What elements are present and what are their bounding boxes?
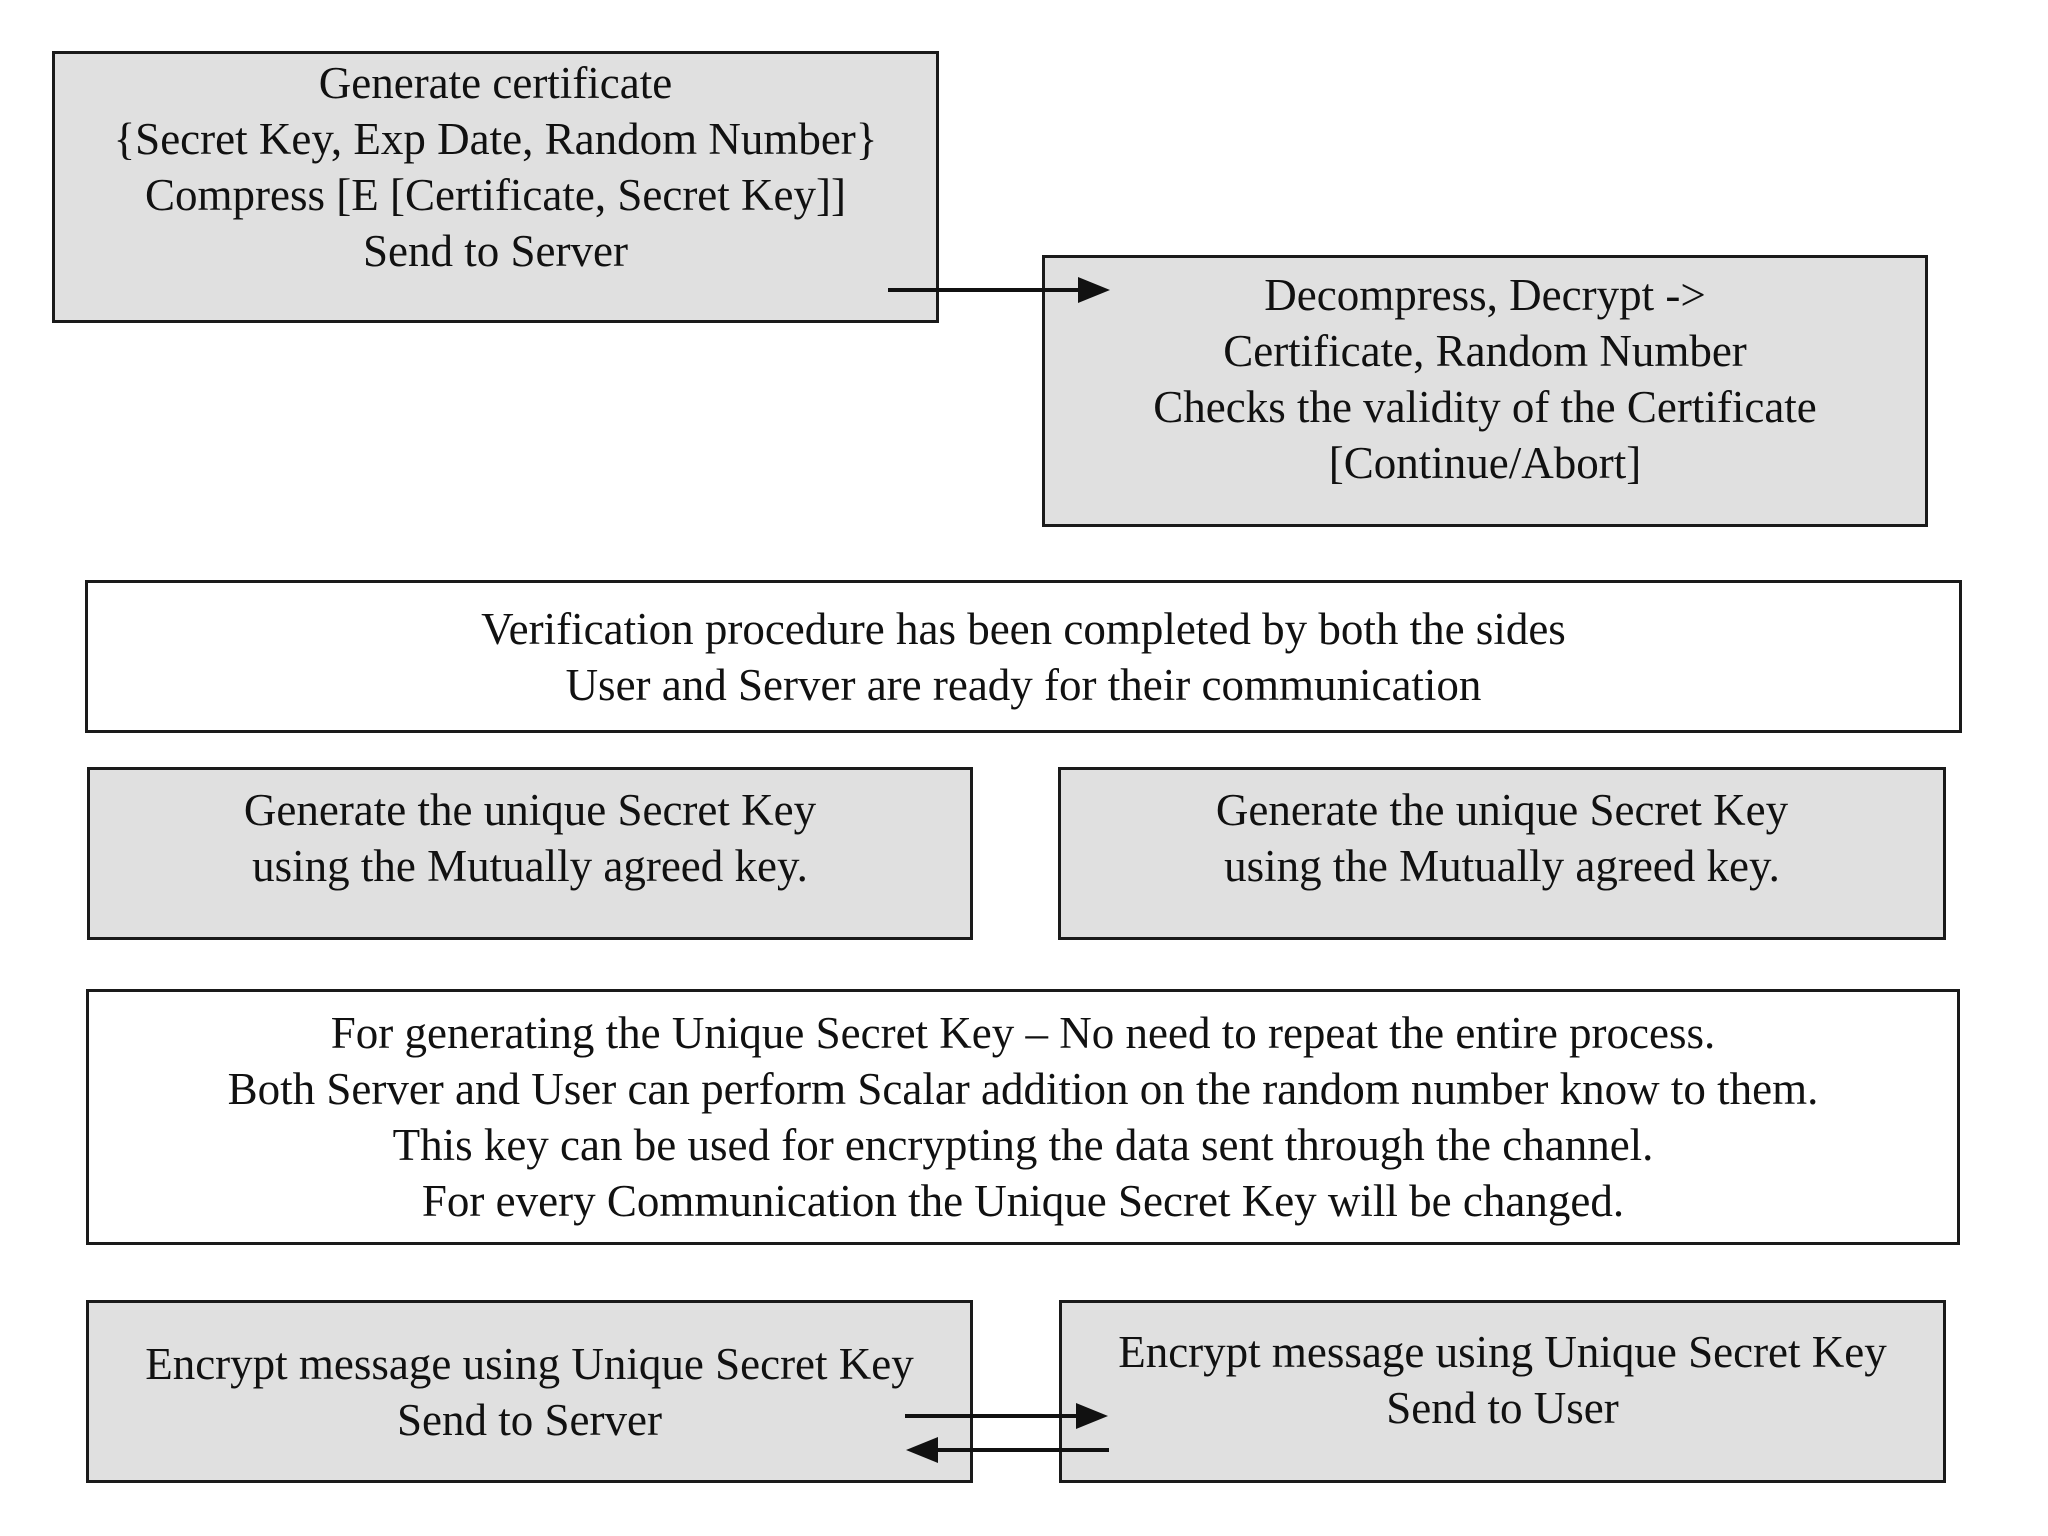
box-line: using the Mutually agreed key. [252,841,808,891]
unique-key-explanation-box: For generating the Unique Secret Key – N… [86,989,1960,1245]
user-encrypt-message-box: Encrypt message using Unique Secret Key … [86,1300,973,1483]
cert-to-server-arrow [888,277,1110,303]
box-line: Encrypt message using Unique Secret Key [145,1338,914,1389]
box-line: Verification procedure has been complete… [481,603,1566,654]
verification-status-box: Verification procedure has been complete… [85,580,1962,733]
box-line: For every Communication the Unique Secre… [421,1176,1625,1226]
box-line: Decompress, Decrypt -> [1264,270,1706,320]
arrow-shaft [905,1414,1076,1418]
box-line: Generate the unique Secret Key [243,785,817,835]
arrow-shaft [938,1448,1109,1452]
server-generate-unique-key-box: Generate the unique Secret Key using the… [1058,767,1946,940]
box-line: using the Mutually agreed key. [1224,841,1780,891]
box-line: [Continue/Abort] [1328,438,1642,488]
arrow-head-left-icon [906,1437,938,1463]
box-line: Send to Server [363,226,628,276]
arrow-head-right-icon [1078,277,1110,303]
box-line: Certificate, Random Number [1223,326,1747,376]
box-line: Compress [E [Certificate, Secret Key]] [145,170,846,220]
server-encrypt-message-box: Encrypt message using Unique Secret Key … [1059,1300,1946,1483]
box-line: Send to User [1386,1383,1619,1433]
box-line: Send to Server [397,1394,662,1445]
box-line: {Secret Key, Exp Date, Random Number} [113,114,878,164]
message-to-user-arrow [906,1437,1109,1463]
user-generate-cert-box: Generate certificate {Secret Key, Exp Da… [52,51,939,323]
box-line: Encrypt message using Unique Secret Key [1118,1327,1887,1377]
box-line: Generate the unique Secret Key [1215,785,1789,835]
box-line: For generating the Unique Secret Key – N… [330,1008,1716,1058]
arrow-shaft [888,288,1078,292]
box-line: Generate certificate [318,58,673,108]
box-line: Checks the validity of the Certificate [1153,382,1817,432]
box-line: This key can be used for encrypting the … [392,1120,1654,1170]
box-line: User and Server are ready for their comm… [565,659,1482,710]
server-verify-cert-box: Decompress, Decrypt -> Certificate, Rand… [1042,255,1928,527]
message-to-server-arrow [905,1403,1108,1429]
arrow-head-right-icon [1076,1403,1108,1429]
user-generate-unique-key-box: Generate the unique Secret Key using the… [87,767,973,940]
box-line: Both Server and User can perform Scalar … [227,1064,1819,1114]
